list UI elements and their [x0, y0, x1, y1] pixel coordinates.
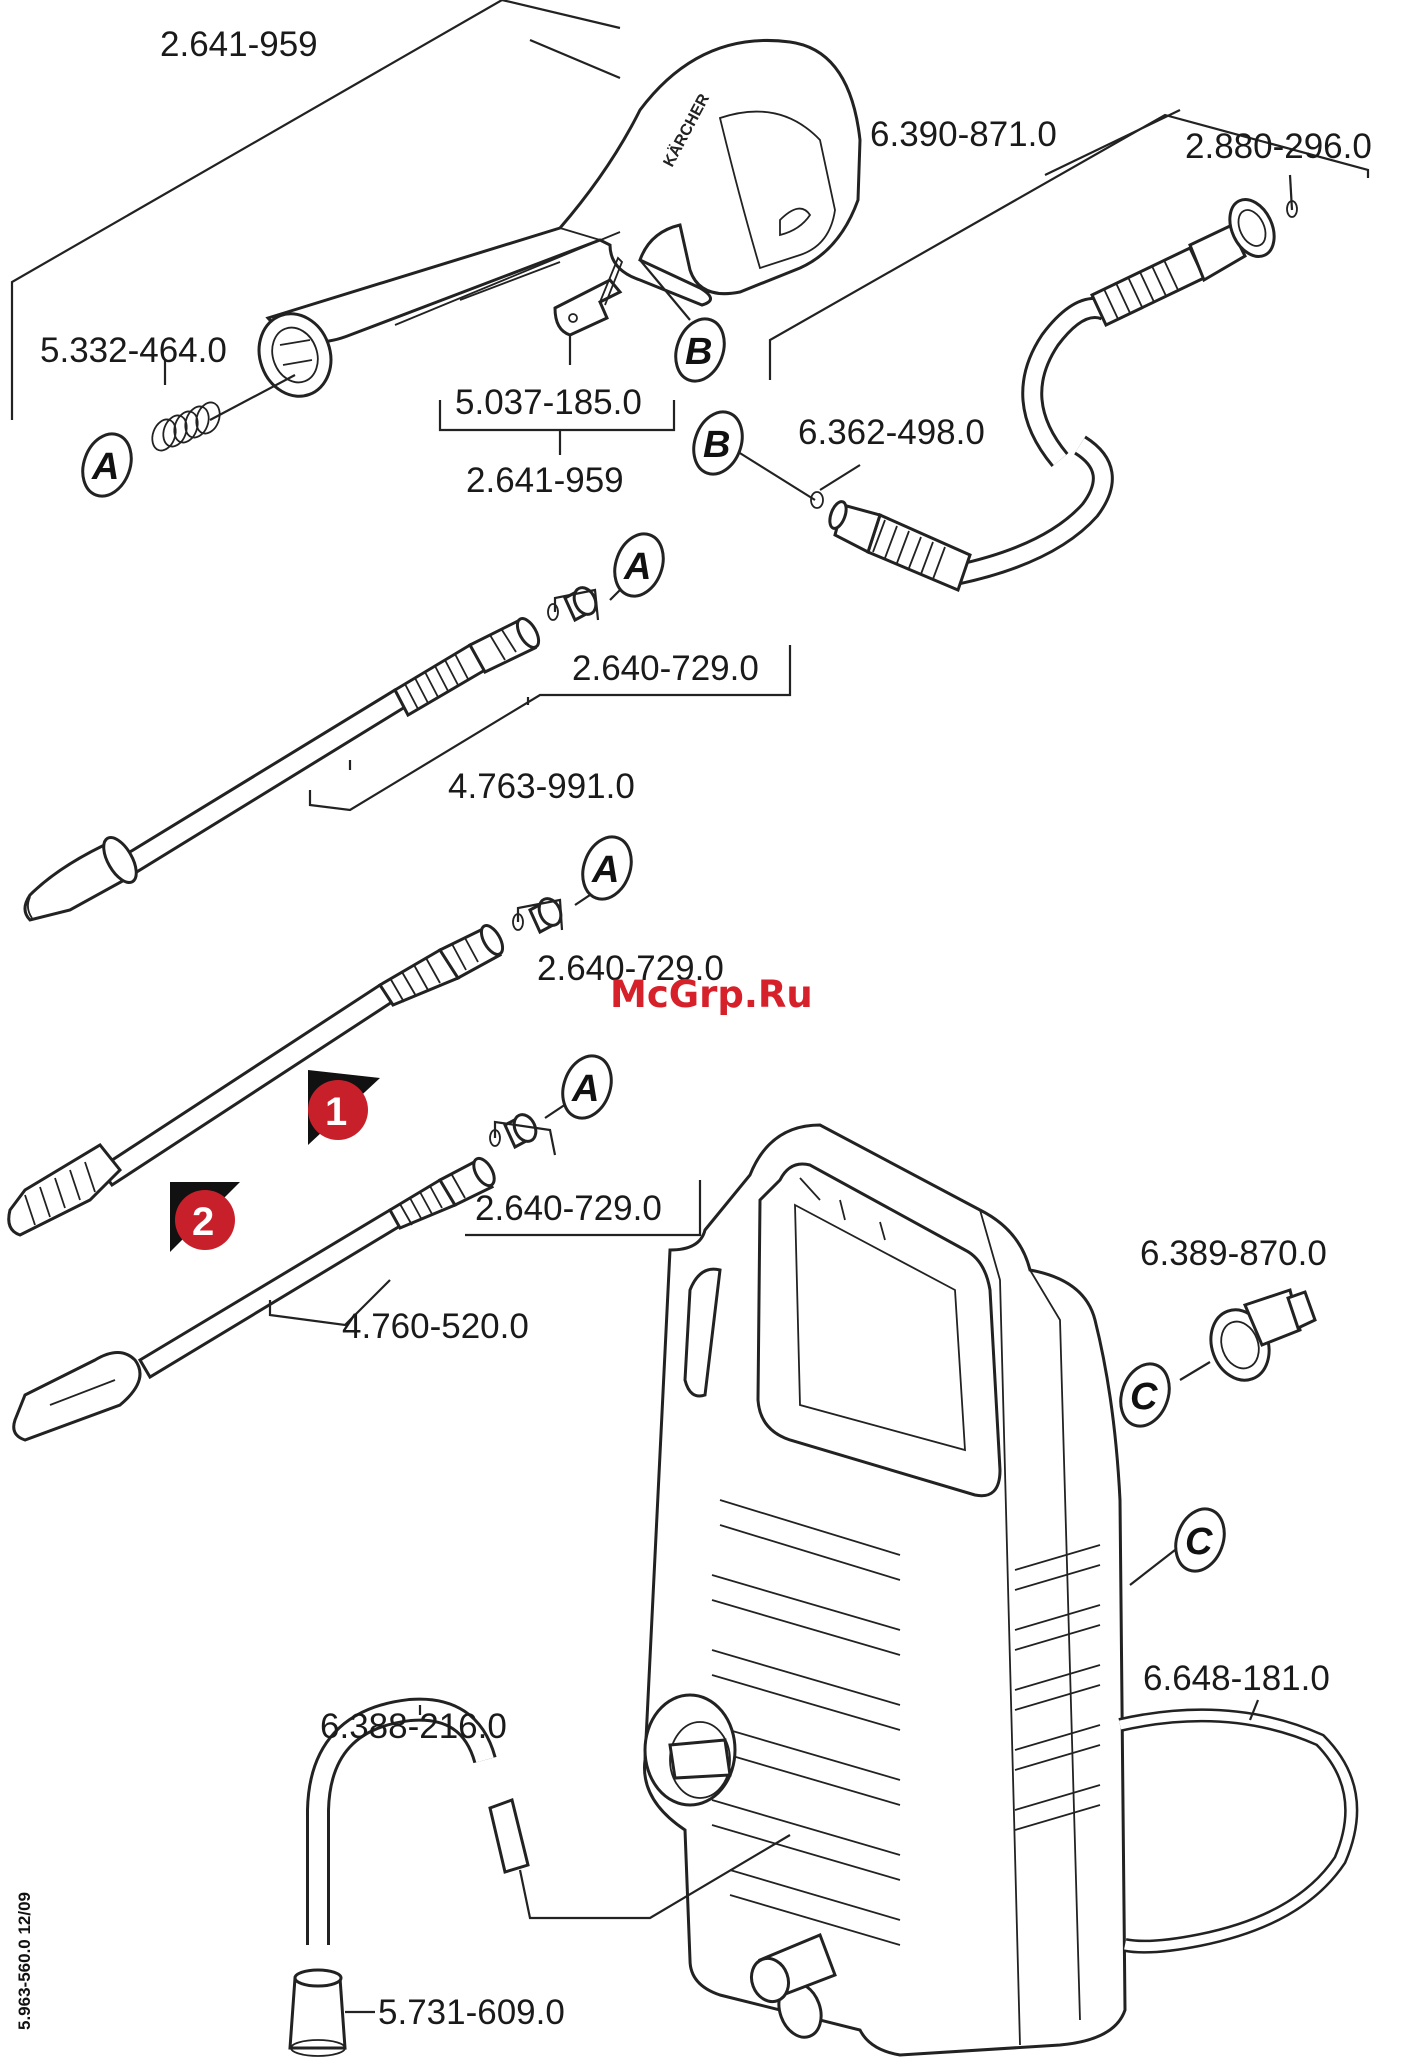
callout-c-1-text: C — [1130, 1376, 1158, 1418]
callout-c-2-text: C — [1185, 1521, 1213, 1563]
callout-a-4-text: A — [571, 1068, 599, 1110]
label-nozzle-fitting-3: 2.640-729.0 — [475, 1189, 662, 1228]
high-pressure-hose — [827, 192, 1283, 590]
label-spring-stack: 5.332-464.0 — [40, 331, 227, 370]
label-filter: 5.731-609.0 — [378, 1993, 565, 2032]
callout-a-2-text: A — [623, 546, 651, 588]
label-gun-top: 2.641-959 — [160, 25, 318, 64]
oring-hose-gun — [811, 492, 823, 508]
label-lance-2: 4.760-520.0 — [342, 1307, 529, 1346]
callout-a-1-text: A — [91, 446, 119, 488]
callout-b-hose-text: B — [703, 424, 730, 466]
badge-variant-2-text: 2 — [192, 1200, 214, 1244]
label-power-cable: 6.648-181.0 — [1143, 1659, 1330, 1698]
pressure-washer-body — [645, 1125, 1126, 2055]
clip-part — [555, 258, 622, 335]
spring-stack — [148, 399, 224, 454]
doc-reference-text: 5.963-560.0 12/09 — [15, 1892, 34, 2030]
power-cable — [1120, 1715, 1351, 1946]
label-suction-hose: 6.388-216.0 — [320, 1707, 507, 1746]
label-gun-bottom: 2.641-959 — [466, 461, 624, 500]
callout-b-gun-text: B — [685, 331, 712, 373]
spray-gun: KÄRCHER — [248, 40, 860, 406]
callout-a-3-text: A — [591, 849, 619, 891]
badge-variant-1: 1 — [308, 1070, 380, 1145]
label-nozzle-fitting-1: 2.640-729.0 — [572, 649, 759, 688]
label-clip: 5.037-185.0 — [455, 383, 642, 422]
label-lance-1: 4.763-991.0 — [448, 767, 635, 806]
watermark: McGrp.Ru — [610, 973, 813, 1016]
water-connector — [1201, 1290, 1315, 1388]
filter-part — [290, 1970, 345, 2056]
nozzle-fitting-3 — [490, 1111, 540, 1147]
label-oring-hose-gun: 6.362-498.0 — [798, 413, 985, 452]
badge-variant-2: 2 — [170, 1182, 240, 1252]
badge-variant-1-text: 1 — [325, 1090, 347, 1134]
label-hose-assembly: 6.390-871.0 — [870, 115, 1057, 154]
label-oring-hose-end: 2.880-296.0 — [1185, 127, 1372, 166]
label-water-connector: 6.389-870.0 — [1140, 1234, 1327, 1273]
